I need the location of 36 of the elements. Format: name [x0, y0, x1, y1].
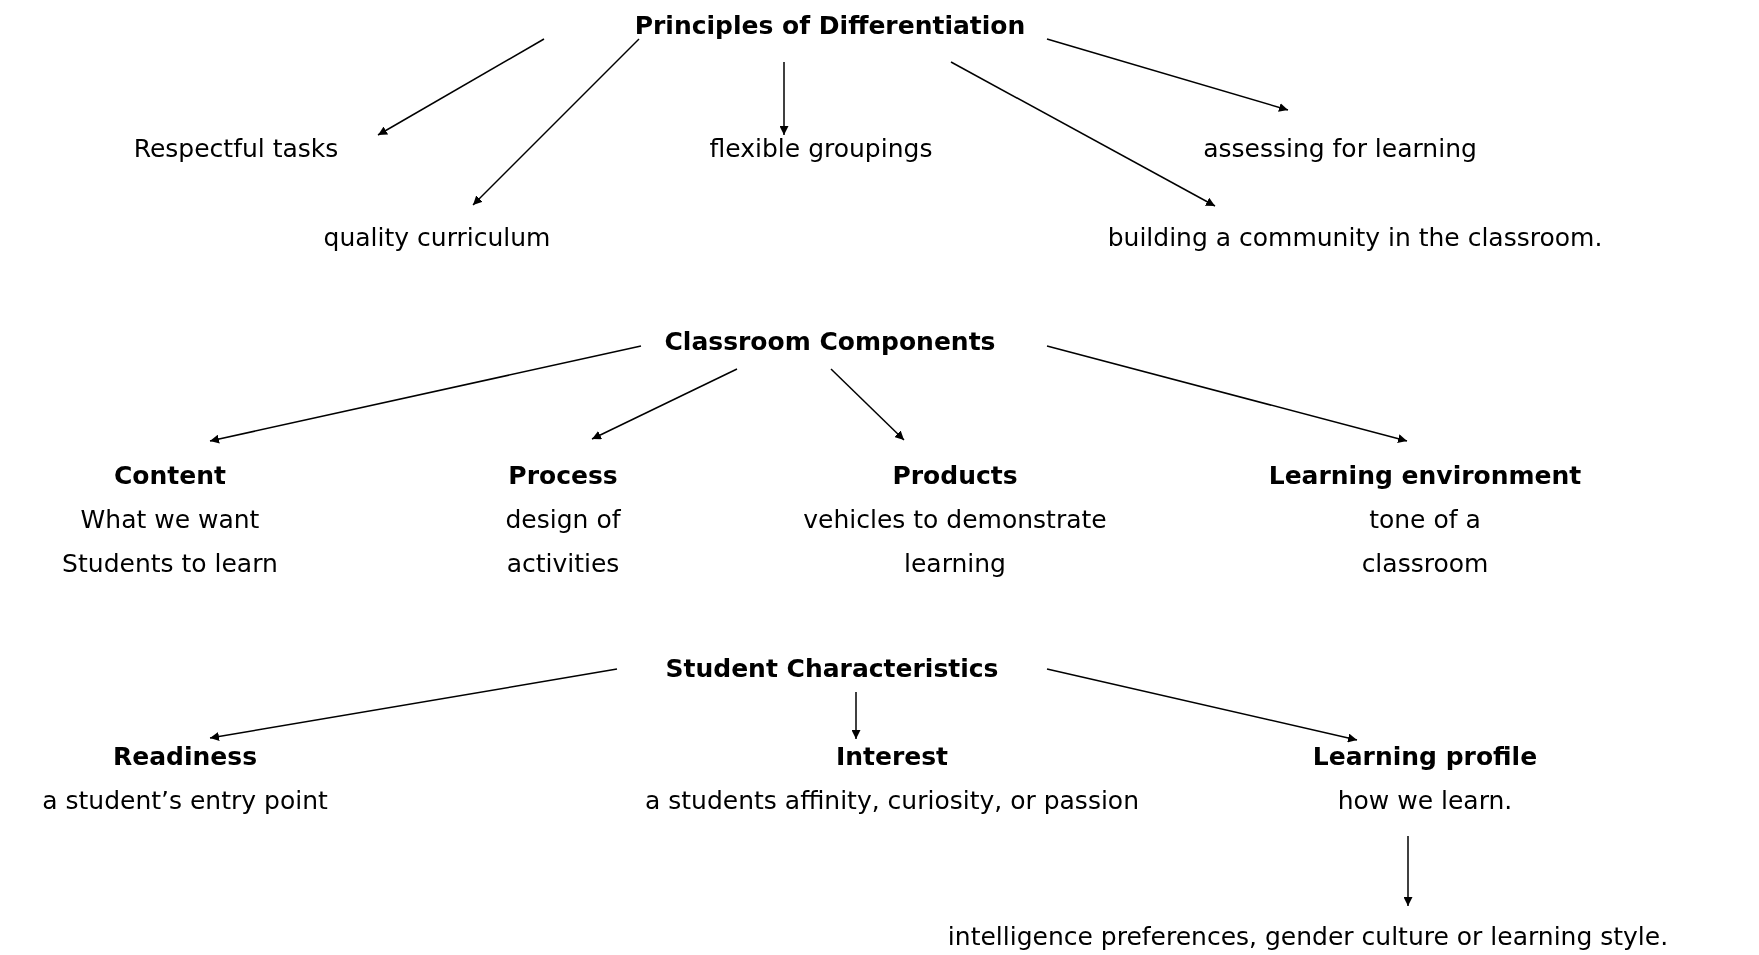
- heading-text: Learning profile: [1312, 741, 1538, 773]
- description-text: vehicles to demonstrate learning: [802, 504, 1108, 580]
- arrow: [1046, 38, 1289, 112]
- arrow: [591, 368, 738, 440]
- heading-text: Principles of Differentiation: [634, 10, 1026, 42]
- node-text: building a community in the classroom.: [1107, 222, 1603, 254]
- heading-text: Products: [891, 460, 1019, 492]
- description-text: how we learn.: [1336, 785, 1514, 817]
- node-text: assessing for learning: [1203, 133, 1477, 165]
- heading-text: Content: [113, 460, 227, 492]
- arrow: [209, 345, 642, 444]
- arrow: [1046, 668, 1358, 743]
- node-text: Respectful tasks: [133, 133, 339, 165]
- description-text: design of activities: [504, 504, 622, 580]
- arrow: [472, 38, 640, 206]
- node-text: intelligence preferences, gender culture or learning style.: [947, 921, 1669, 953]
- node-text: flexible groupings: [709, 133, 933, 165]
- arrow: [1403, 835, 1413, 907]
- heading-text: Learning environment: [1268, 460, 1582, 492]
- description-text: What we want Students to learn: [61, 504, 279, 580]
- heading-text: Readiness: [111, 741, 259, 773]
- description-text: a students affinity, curiosity, or passion: [645, 785, 1139, 817]
- arrow: [950, 61, 1216, 207]
- node-text: quality curriculum: [323, 222, 551, 254]
- description-text: a student’s entry point: [42, 785, 328, 817]
- arrow: [377, 38, 545, 136]
- heading-text: Student Characteristics: [665, 653, 999, 685]
- arrow: [830, 368, 905, 441]
- arrow: [779, 61, 789, 136]
- heading-text: Interest: [834, 741, 950, 773]
- arrow: [1046, 345, 1408, 444]
- arrow: [209, 668, 618, 741]
- arrow: [851, 691, 861, 740]
- heading-text: Process: [507, 460, 619, 492]
- description-text: tone of a classroom: [1360, 504, 1490, 580]
- heading-text: Classroom Components: [664, 326, 996, 358]
